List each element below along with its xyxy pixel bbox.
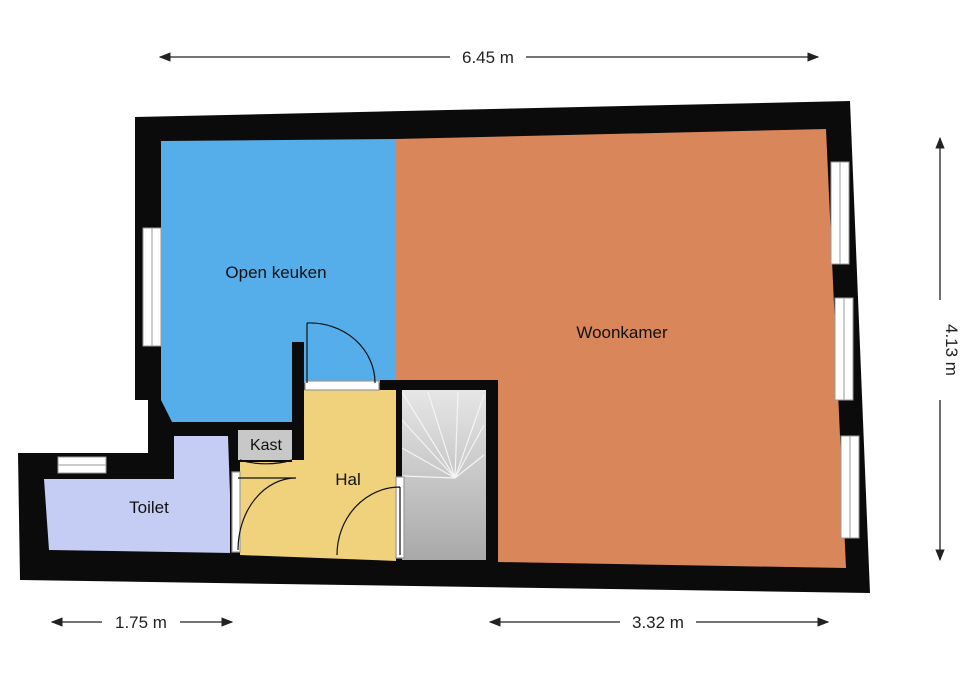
label-living: Woonkamer (576, 323, 668, 342)
dimension-height-label: 4.13 m (942, 324, 960, 376)
room-kitchen (161, 139, 396, 422)
dimension-height: 4.13 m (935, 136, 960, 562)
dimension-living-width-label: 3.32 m (632, 613, 684, 632)
closet (238, 430, 292, 460)
dimension-total-width-label: 6.45 m (462, 48, 514, 67)
label-hall: Hal (335, 470, 361, 489)
windows (57, 161, 860, 539)
room-hall (240, 390, 398, 561)
room-living (396, 129, 846, 568)
room-toilet (44, 436, 232, 553)
dimension-toilet-width: 1.75 m (50, 613, 234, 632)
staircase (400, 390, 486, 560)
label-closet: Kast (250, 437, 283, 454)
dimension-toilet-width-label: 1.75 m (115, 613, 167, 632)
doors (231, 322, 405, 559)
dimension-total-width: 6.45 m (158, 48, 820, 67)
label-toilet: Toilet (129, 498, 169, 517)
label-kitchen: Open keuken (225, 263, 326, 282)
dimension-living-width: 3.32 m (488, 613, 830, 632)
